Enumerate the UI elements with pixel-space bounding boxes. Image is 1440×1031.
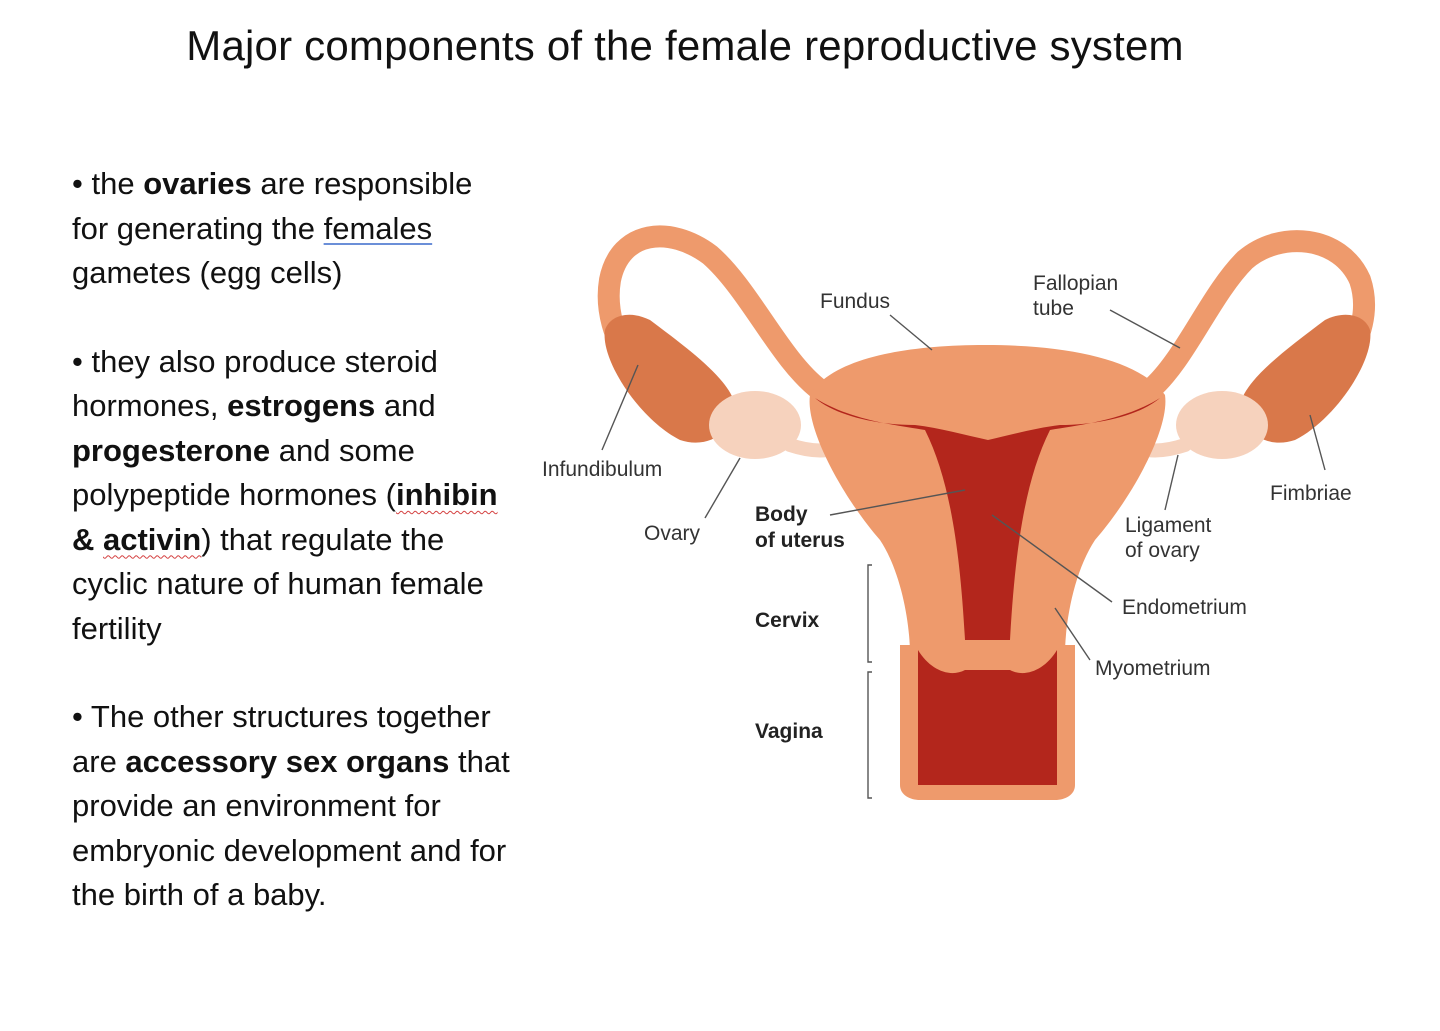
- leader-fimbriae: [1309, 414, 1326, 471]
- leader-body-of-uterus: [829, 489, 966, 516]
- label-ovary: Ovary: [644, 522, 701, 545]
- slide-title: Major components of the female reproduct…: [186, 22, 1184, 69]
- label-endometrium: Endometrium: [1122, 596, 1247, 619]
- bullet-hormones: • they also produce steroid hormones, es…: [72, 343, 498, 646]
- label-body-of-uterus-line2: of uterus: [755, 529, 845, 552]
- right-ovary: [1176, 391, 1268, 459]
- label-fallopian-tube-line2: tube: [1033, 297, 1074, 320]
- leader-endometrium: [991, 514, 1113, 603]
- vaginal-canal: [918, 650, 1057, 785]
- bracket-cervix: [867, 564, 872, 663]
- label-fimbriae: Fimbriae: [1270, 482, 1352, 505]
- right-fallopian-tube: [1139, 230, 1375, 401]
- bullet-ovaries: • the ovaries are responsible for genera…: [72, 166, 473, 290]
- leader-myometrium: [1054, 607, 1091, 661]
- left-fallopian-tube: [597, 225, 831, 401]
- uterine-cavity: [815, 398, 1160, 640]
- bullet-list: • the ovaries are responsible for genera…: [72, 162, 512, 962]
- label-vagina: Vagina: [755, 720, 823, 743]
- label-myometrium: Myometrium: [1095, 657, 1211, 680]
- leader-infundibulum: [601, 364, 639, 451]
- left-ovary: [709, 391, 801, 459]
- leader-fundus: [889, 314, 933, 351]
- right-infundibulum: [1240, 314, 1371, 443]
- leader-ovary: [704, 457, 741, 519]
- label-fundus: Fundus: [820, 290, 890, 313]
- uterus-illustration: Fundus Fallopian tube Infundibulum Fimbr…: [542, 225, 1375, 800]
- leader-fallopian-tube: [1109, 309, 1181, 349]
- left-infundibulum: [604, 314, 735, 443]
- uterus-diagram: Fundus Fallopian tube Infundibulum Fimbr…: [520, 200, 1420, 820]
- bracket-vagina: [867, 671, 872, 799]
- leader-ligament-of-ovary: [1164, 454, 1179, 511]
- label-body-of-uterus-line1: Body: [755, 503, 808, 526]
- label-fallopian-tube-line1: Fallopian: [1033, 272, 1118, 295]
- label-infundibulum: Infundibulum: [542, 458, 662, 481]
- bullet-accessory-organs: • The other structures together are acce…: [72, 699, 510, 912]
- label-ligament-of-ovary-line1: Ligament: [1125, 514, 1212, 537]
- label-cervix: Cervix: [755, 609, 820, 632]
- label-ligament-of-ovary-line2: of ovary: [1125, 539, 1200, 562]
